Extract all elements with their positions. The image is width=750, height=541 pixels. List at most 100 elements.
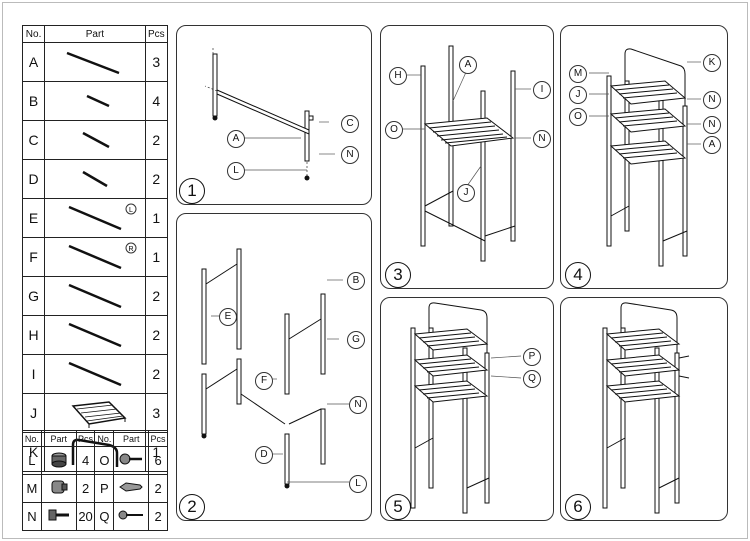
- callout-i: I: [533, 81, 551, 99]
- right-mark: R: [128, 246, 133, 253]
- step-2-drawing: [201, 248, 349, 489]
- step-1-panel: C A N L 1: [176, 25, 372, 205]
- hw-letter: N: [22, 502, 42, 531]
- hw-pcs: 2: [75, 474, 96, 503]
- parts-table: No. Part Pcs A 3 B 4 C 2 D 2 E L 1 F R 1…: [21, 25, 169, 472]
- part-pcs: 4: [144, 81, 169, 121]
- header-no: No.: [22, 430, 42, 447]
- callout-n: N: [341, 146, 359, 164]
- callout-q: Q: [523, 370, 541, 388]
- hw-letter: O: [94, 446, 115, 475]
- hardware-table: No. Part Pcs No. Part Pcs L 4 O 6 M 2 P …: [22, 430, 168, 531]
- callout-c: C: [341, 115, 359, 133]
- part-letter: J: [21, 393, 46, 433]
- callout-p: P: [523, 348, 541, 366]
- part-pcs: 2: [144, 159, 169, 199]
- anchor-icon: [113, 474, 150, 503]
- callout-n: N: [703, 116, 721, 134]
- long-tube-icon: [44, 276, 146, 316]
- step-number: 5: [385, 494, 411, 520]
- step-2-panel: B E G F N D L 2: [176, 213, 372, 521]
- left-tube-icon: L: [44, 198, 146, 238]
- callout-m: M: [569, 65, 587, 83]
- part-row-b: B 4: [21, 81, 169, 121]
- callout-j: J: [569, 86, 587, 104]
- end-cap-icon: [40, 474, 77, 503]
- short-tube-icon: [44, 159, 146, 199]
- long-tube-icon: [44, 315, 146, 355]
- step-5-panel: P Q 5: [380, 297, 554, 521]
- short-tube-icon: [44, 81, 146, 121]
- part-letter: G: [21, 276, 46, 316]
- part-pcs: 3: [144, 42, 169, 82]
- hw-letter: L: [22, 446, 42, 475]
- step-number: 1: [179, 178, 205, 204]
- part-row-a: A 3: [21, 42, 169, 82]
- part-letter: H: [21, 315, 46, 355]
- step-4-drawing: [589, 48, 701, 267]
- part-pcs: 1: [144, 237, 169, 277]
- wall-screw-icon: [113, 446, 150, 475]
- callout-n: N: [533, 130, 551, 148]
- hardware-row: L 4 O 6: [22, 446, 168, 475]
- part-pcs: 1: [144, 198, 169, 238]
- bolt-icon: [40, 502, 77, 531]
- header-pcs: Pcs: [75, 430, 96, 447]
- callout-h: H: [389, 67, 407, 85]
- part-letter: C: [21, 120, 46, 160]
- header-pcs: Pcs: [144, 25, 169, 43]
- part-letter: D: [21, 159, 46, 199]
- callout-k: K: [703, 54, 721, 72]
- part-row-j: J 3: [21, 393, 169, 433]
- step-1-drawing: [204, 46, 335, 181]
- short-tube-icon: [44, 120, 146, 160]
- part-row-e: E L 1: [21, 198, 169, 238]
- step-number: 6: [565, 494, 591, 520]
- part-pcs: 2: [144, 120, 169, 160]
- header-pcs: Pcs: [148, 430, 168, 447]
- hw-pcs: 6: [148, 446, 168, 475]
- foot-cap-icon: [40, 446, 77, 475]
- part-pcs: 2: [144, 276, 169, 316]
- long-tube-icon: [44, 354, 146, 394]
- step-6-drawing: [602, 302, 690, 514]
- header-part: Part: [44, 25, 146, 43]
- step-3-drawing: [403, 45, 531, 262]
- callout-d: D: [255, 446, 273, 464]
- callout-l: L: [227, 162, 245, 180]
- step-5-drawing: [410, 302, 522, 514]
- part-row-h: H 2: [21, 315, 169, 355]
- callout-o: O: [385, 121, 403, 139]
- callout-a: A: [227, 130, 245, 148]
- hw-pcs: 2: [148, 502, 168, 531]
- part-row-g: G 2: [21, 276, 169, 316]
- part-letter: A: [21, 42, 46, 82]
- callout-a: A: [703, 136, 721, 154]
- part-letter: E: [21, 198, 46, 238]
- part-letter: I: [21, 354, 46, 394]
- shelf-icon: [44, 393, 146, 433]
- callout-e: E: [219, 308, 237, 326]
- part-row-f: F R 1: [21, 237, 169, 277]
- left-mark: L: [129, 207, 133, 214]
- hw-letter: P: [94, 474, 115, 503]
- part-row-i: I 2: [21, 354, 169, 394]
- callout-o: O: [569, 108, 587, 126]
- hw-letter: M: [22, 474, 42, 503]
- hw-pcs: 4: [75, 446, 96, 475]
- callout-f: F: [255, 372, 273, 390]
- header-no: No.: [94, 430, 115, 447]
- part-letter: F: [21, 237, 46, 277]
- part-letter: B: [21, 81, 46, 121]
- part-row-c: C 2: [21, 120, 169, 160]
- callout-n: N: [349, 396, 367, 414]
- part-pcs: 3: [144, 393, 169, 433]
- part-row-d: D 2: [21, 159, 169, 199]
- part-pcs: 2: [144, 315, 169, 355]
- step-number: 4: [565, 262, 591, 288]
- right-tube-icon: R: [44, 237, 146, 277]
- header-part: Part: [40, 430, 77, 447]
- step-number: 3: [385, 262, 411, 288]
- long-screw-icon: [113, 502, 150, 531]
- header-part: Part: [113, 430, 150, 447]
